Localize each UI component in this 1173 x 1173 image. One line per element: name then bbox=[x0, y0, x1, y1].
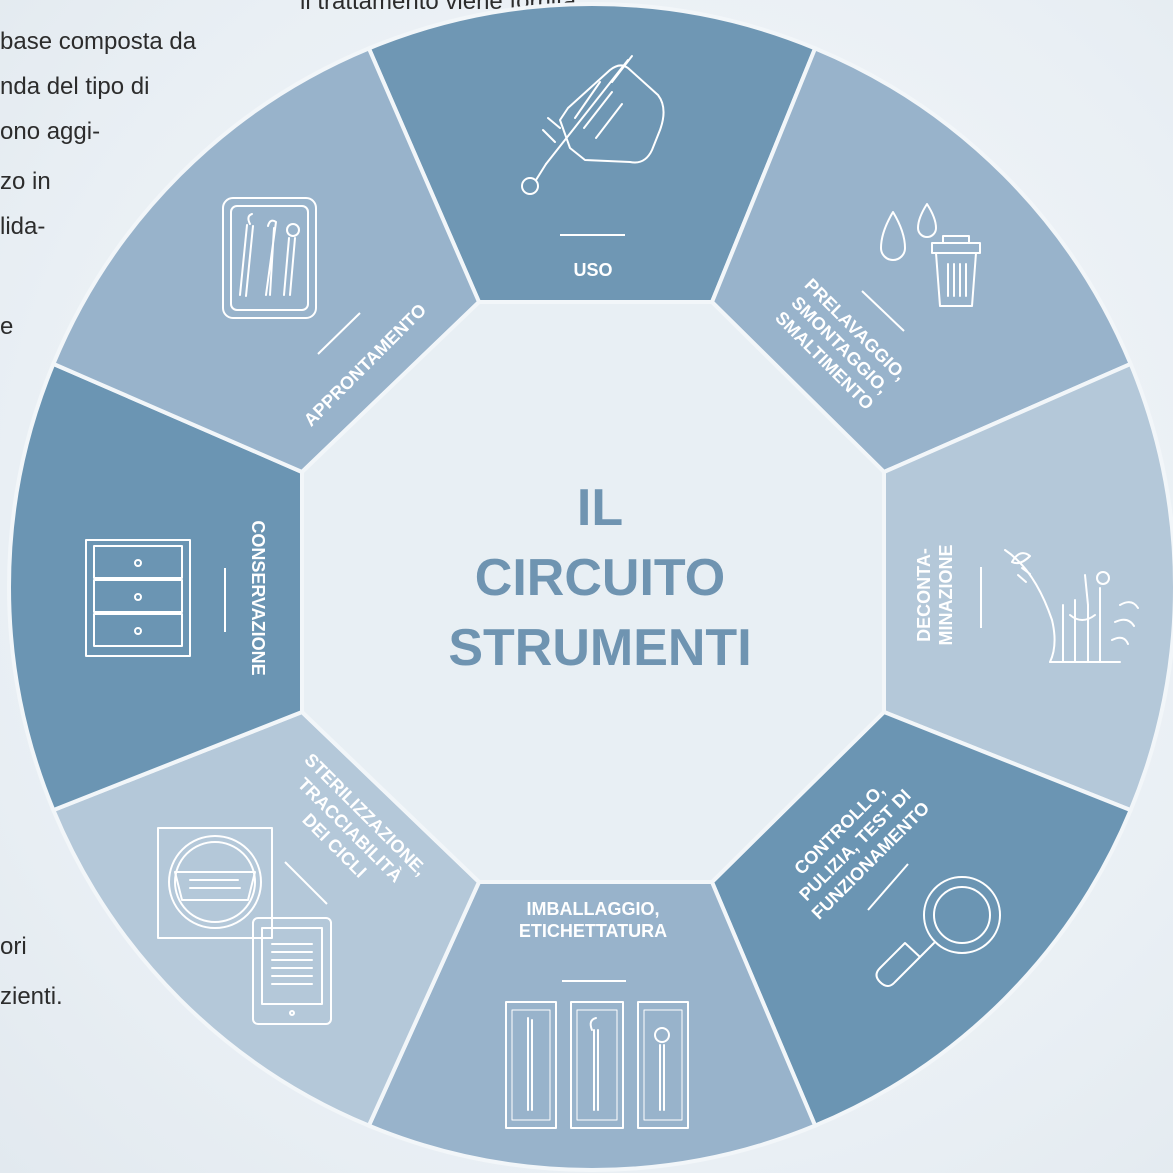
center-octagon bbox=[300, 300, 886, 884]
segment-controllo bbox=[709, 709, 1134, 1129]
segment-divider bbox=[867, 863, 909, 911]
paragraph-line: nda del tipo di bbox=[0, 73, 150, 100]
segment-label-line: CONSERVAZIONE bbox=[248, 520, 268, 675]
segment-imballaggio bbox=[366, 880, 818, 1172]
segment-uso bbox=[366, 2, 818, 304]
segment-divider bbox=[861, 290, 905, 332]
paragraph-line: ono aggi- bbox=[0, 118, 101, 145]
segment-divider bbox=[284, 861, 328, 905]
segment-decontaminazione bbox=[882, 361, 1173, 813]
background-paragraph: il trattamento viene fornita base compos… bbox=[0, 0, 576, 1173]
center-title-line: IL bbox=[577, 479, 623, 537]
segment-label-uso: USO bbox=[573, 260, 612, 280]
segment-label-line: IMBALLAGGIO, bbox=[527, 899, 660, 919]
segment-prelavaggio bbox=[709, 45, 1134, 475]
droplets-and-bin-icon bbox=[880, 203, 981, 307]
segment-label-decontaminazione: DECONTA-MINAZIONE bbox=[914, 545, 956, 646]
hand-holding-probe-icon bbox=[521, 55, 665, 195]
paragraph-line: lida- bbox=[0, 213, 46, 240]
drawer-cabinet-icon bbox=[85, 539, 191, 657]
center-title-line: STRUMENTI bbox=[448, 619, 751, 677]
paragraph-line: e bbox=[0, 313, 14, 340]
instrument-tray-icon bbox=[222, 197, 317, 319]
segment-approntamento bbox=[50, 45, 482, 475]
center-title: IL CIRCUITO STRUMENTI bbox=[448, 479, 751, 677]
autoclave-and-tablet-icon bbox=[157, 827, 332, 1025]
segment-label-line: USO bbox=[573, 260, 612, 280]
segment-label-line: ETICHETTATURA bbox=[519, 921, 667, 941]
magnifier-icon bbox=[875, 876, 1001, 987]
center-title-line: CIRCUITO bbox=[475, 549, 725, 607]
paragraph-line: base composta da bbox=[0, 28, 197, 55]
paragraph-line: zo in bbox=[0, 168, 51, 195]
instruments-in-liquid-icon bbox=[1004, 549, 1139, 663]
packaged-instruments-icon bbox=[505, 1001, 689, 1129]
segment-label-conservazione: CONSERVAZIONE bbox=[248, 520, 268, 675]
paragraph-line: ori bbox=[0, 933, 27, 960]
paragraph-line: zienti. bbox=[0, 983, 63, 1010]
segment-label-line: MINAZIONE bbox=[936, 545, 956, 646]
segment-label-imballaggio: IMBALLAGGIO,ETICHETTATURA bbox=[519, 899, 667, 941]
segment-conservazione bbox=[7, 361, 304, 813]
segment-label-line: DECONTA- bbox=[914, 548, 934, 642]
segment-divider bbox=[317, 312, 361, 355]
